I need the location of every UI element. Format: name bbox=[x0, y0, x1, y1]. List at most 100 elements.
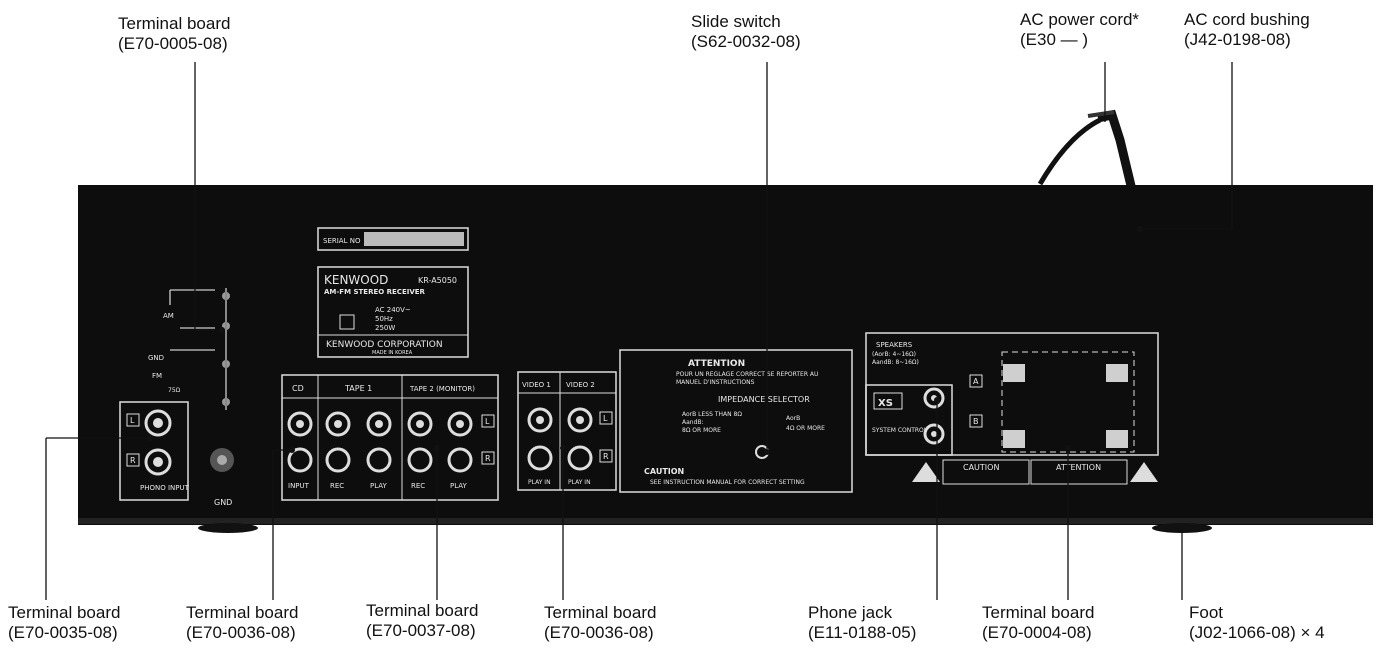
callout-terminal-board-cd: Terminal board (E70-0036-08) bbox=[186, 603, 298, 643]
gnd-terminal: GND bbox=[210, 448, 234, 507]
callout-part: (E70-0036-08) bbox=[544, 623, 654, 642]
callout-name: Terminal board bbox=[8, 603, 121, 622]
callout-part: (J42-0198-08) bbox=[1184, 30, 1291, 49]
callout-part: (E70-0004-08) bbox=[982, 623, 1092, 642]
serial-label: SERIAL NO bbox=[317, 227, 469, 251]
chassis-rear-panel bbox=[78, 185, 1373, 525]
callout-ac-power-cord: AC power cord* (E30 — ) bbox=[1020, 10, 1139, 50]
tape2-rec-label: REC bbox=[411, 482, 425, 490]
callout-foot: Foot (J02-1066-08) × 4 bbox=[1189, 603, 1325, 643]
callout-name: Phone jack bbox=[808, 603, 893, 622]
fm-label: FM bbox=[152, 372, 162, 380]
callout-part: (E70-0037-08) bbox=[366, 621, 476, 640]
callout-terminal-board-phono: Terminal board (E70-0035-08) bbox=[8, 603, 120, 643]
foot-left bbox=[198, 523, 258, 533]
brand-text: KENWOOD bbox=[324, 273, 388, 287]
callout-terminal-board-video: Terminal board (E70-0036-08) bbox=[544, 603, 656, 643]
speakers-sub-2: AandB: 8~16Ω) bbox=[872, 359, 919, 366]
callout-terminal-board-antenna: Terminal board (E70-0005-08) bbox=[118, 14, 230, 54]
callout-part: (S62-0032-08) bbox=[691, 32, 801, 51]
video-terminal-board: VIDEO 1 VIDEO 2 L R PLAY IN PLAY IN bbox=[517, 371, 617, 491]
video-r-label: R bbox=[603, 452, 609, 461]
leader-dots bbox=[147, 226, 1185, 533]
cd-input-label: INPUT bbox=[288, 482, 310, 490]
callout-slide-switch: Slide switch (S62-0032-08) bbox=[691, 12, 801, 52]
tape1-rec-label: REC bbox=[330, 482, 344, 490]
speakers-sub-1: (AorB: 4~16Ω) bbox=[872, 351, 916, 358]
tape2-label: TAPE 2 (MONITOR) bbox=[409, 385, 475, 393]
model-text: KR-A5050 bbox=[418, 276, 457, 285]
caution-text: SEE INSTRUCTION MANUAL FOR CORRECT SETTI… bbox=[650, 479, 805, 486]
xs-logo: XS bbox=[878, 398, 893, 409]
ac-rating-text: AC 240V~ bbox=[375, 306, 411, 314]
attention-heading: ATTENTION bbox=[688, 359, 745, 369]
callout-part: (J02-1066-08) × 4 bbox=[1189, 623, 1325, 642]
callout-part: (E70-0036-08) bbox=[186, 623, 296, 642]
made-in-text: MADE IN KOREA bbox=[372, 350, 413, 356]
impedance-left-3: 8Ω OR MORE bbox=[682, 427, 721, 434]
speaker-a-label: A bbox=[973, 377, 979, 386]
corp-text: KENWOOD CORPORATION bbox=[326, 340, 443, 350]
callout-name: Terminal board bbox=[982, 603, 1095, 622]
cd-label: CD bbox=[292, 384, 304, 393]
impedance-heading: IMPEDANCE SELECTOR bbox=[718, 395, 810, 404]
phono-input-board: L R PHONO INPUT bbox=[119, 401, 190, 501]
callout-name: Slide switch bbox=[691, 12, 781, 31]
caution-heading: CAUTION bbox=[644, 467, 684, 476]
watts-text: 250W bbox=[375, 324, 395, 332]
callout-terminal-board-tape: Terminal board (E70-0037-08) bbox=[366, 601, 478, 641]
tape-r-label: R bbox=[485, 454, 491, 463]
phono-r-label: R bbox=[130, 456, 136, 465]
callout-part: (E70-0035-08) bbox=[8, 623, 118, 642]
video1-play-in-label: PLAY IN bbox=[528, 479, 551, 486]
tape-l-label: L bbox=[485, 417, 490, 426]
gnd-terminal-label: GND bbox=[214, 498, 232, 507]
cd-tape-terminal-board: CD TAPE 1 TAPE 2 (MONITOR) L R INPUT REC… bbox=[281, 374, 499, 501]
callout-name: Terminal board bbox=[366, 601, 479, 620]
impedance-left-1: AorB LESS THAN 8Ω bbox=[682, 411, 742, 418]
attention-text-1: POUR UN REGLAGE CORRECT SE REPORTER AU bbox=[676, 371, 818, 378]
impedance-right-2: 4Ω OR MORE bbox=[786, 425, 825, 432]
fm-ohm-label: 75Ω bbox=[168, 387, 181, 394]
am-label: AM bbox=[163, 312, 174, 320]
callout-name: Foot bbox=[1189, 603, 1224, 622]
serial-label-text: SERIAL NO bbox=[323, 237, 361, 245]
warning-caution-label: CAUTION bbox=[963, 463, 999, 472]
callout-part: (E70-0005-08) bbox=[118, 34, 228, 53]
callout-part: (E30 — ) bbox=[1020, 30, 1089, 49]
video2-label: VIDEO 2 bbox=[566, 381, 595, 389]
callout-terminal-board-speakers: Terminal board (E70-0004-08) bbox=[982, 603, 1094, 643]
antenna-terminal-board: AM GND FM 75Ω bbox=[148, 288, 230, 410]
leader-lines bbox=[45, 62, 1233, 600]
speakers-label: SPEAKERS bbox=[876, 341, 913, 349]
tape1-label: TAPE 1 bbox=[344, 384, 372, 393]
speakers-terminal-board: SPEAKERS (AorB: 4~16Ω) AandB: 8~16Ω) A B bbox=[865, 332, 1159, 456]
callout-part: (E11-0188-05) bbox=[808, 623, 917, 642]
warning-labels: CAUTION ATTENTION bbox=[912, 459, 1158, 485]
impedance-selector-panel: ATTENTION POUR UN REGLAGE CORRECT SE REP… bbox=[619, 349, 853, 493]
system-control-label: SYSTEM CONTROL bbox=[872, 427, 928, 434]
callout-name: Terminal board bbox=[544, 603, 657, 622]
callout-name: AC power cord* bbox=[1020, 10, 1140, 29]
impedance-left-2: AandB: bbox=[682, 419, 704, 426]
callout-phone-jack: Phone jack (E11-0188-05) bbox=[808, 603, 916, 643]
warning-attention-label: ATTENTION bbox=[1056, 463, 1101, 472]
rating-plate: KENWOOD KR-A5050 AM-FM STEREO RECEIVER A… bbox=[317, 266, 469, 358]
gnd-label: GND bbox=[148, 354, 164, 362]
tape2-play-label: PLAY bbox=[450, 482, 468, 490]
callout-name: Terminal board bbox=[186, 603, 299, 622]
speaker-b-label: B bbox=[973, 417, 979, 426]
attention-text-2: MANUEL D'INSTRUCTIONS bbox=[676, 379, 755, 386]
callout-ac-cord-bushing: AC cord bushing (J42-0198-08) bbox=[1184, 10, 1310, 50]
video-l-label: L bbox=[603, 414, 608, 423]
phono-input-label: PHONO INPUT bbox=[140, 484, 190, 492]
impedance-right-1: AorB bbox=[786, 415, 800, 422]
phono-l-label: L bbox=[130, 416, 135, 425]
callout-name: AC cord bushing bbox=[1184, 10, 1310, 29]
callout-name: Terminal board bbox=[118, 14, 231, 33]
video1-label: VIDEO 1 bbox=[522, 381, 551, 389]
product-text: AM-FM STEREO RECEIVER bbox=[324, 288, 426, 296]
tape1-play-label: PLAY bbox=[370, 482, 388, 490]
video2-play-in-label: PLAY IN bbox=[568, 479, 591, 486]
